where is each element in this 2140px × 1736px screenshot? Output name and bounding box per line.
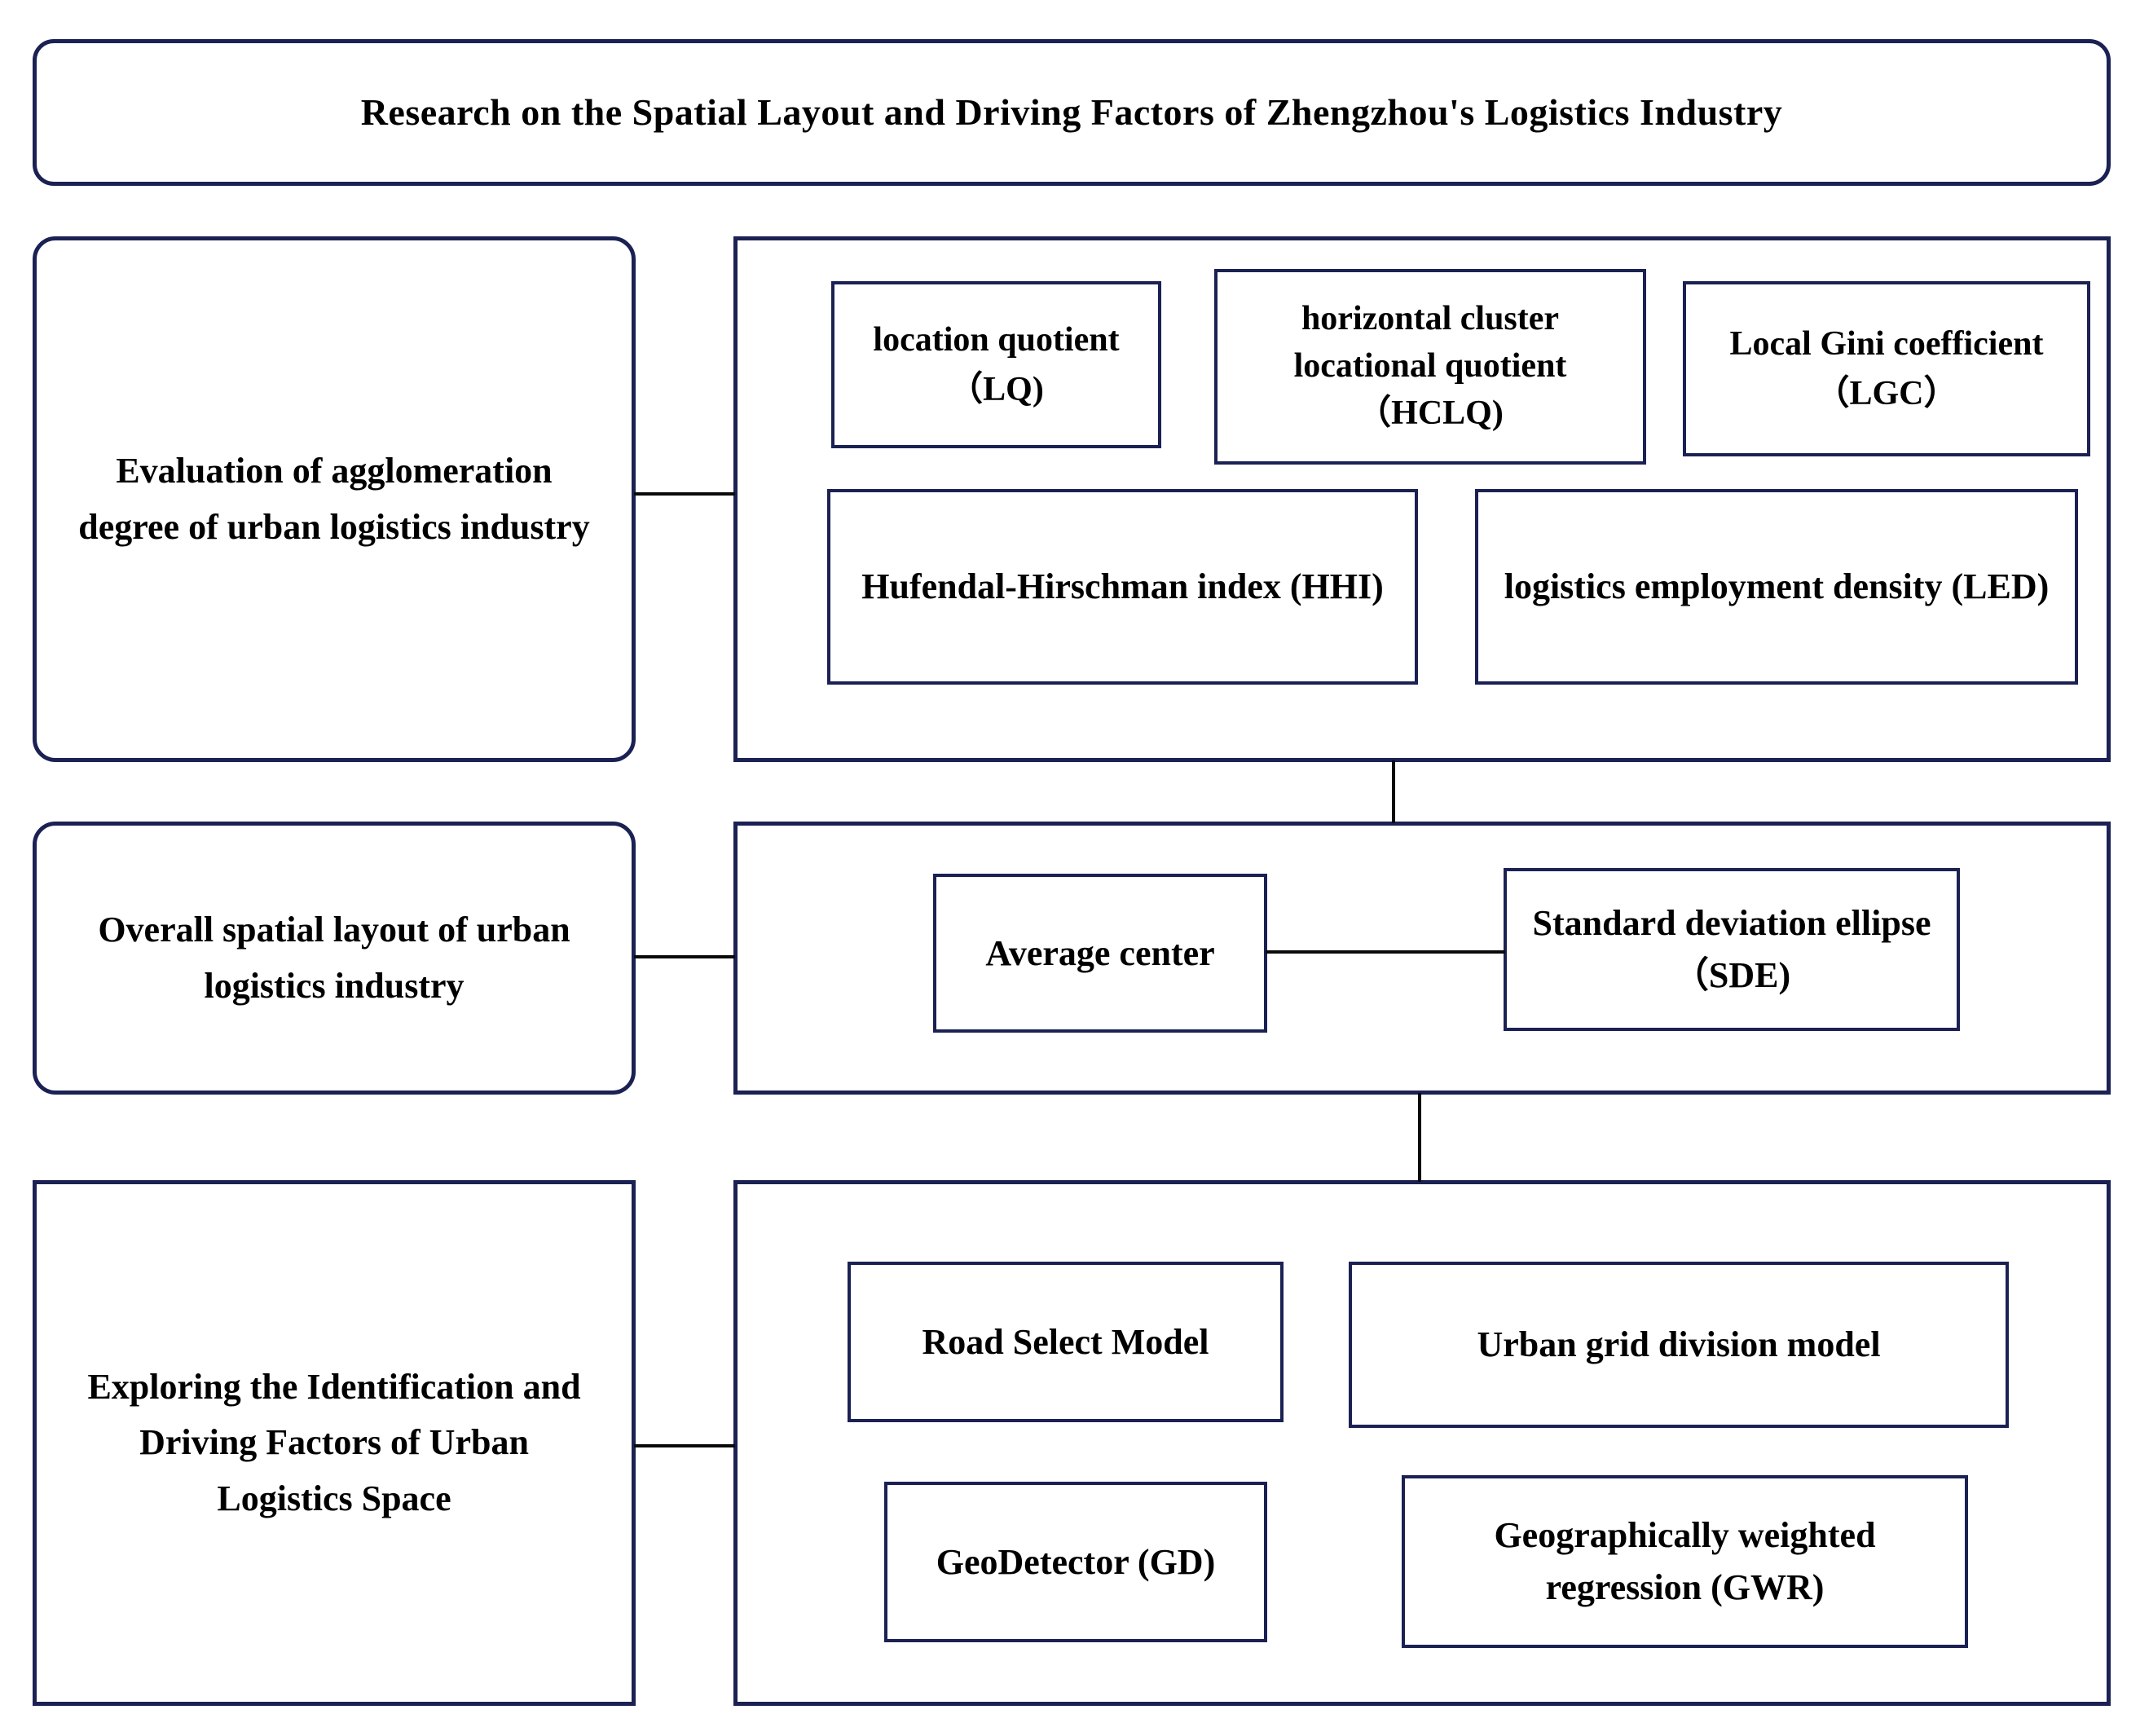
method-box-hclq: horizontal cluster locational quotient（H… <box>1214 269 1646 465</box>
section-label-overall-layout: Overall spatial layout of urban logistic… <box>98 910 570 1006</box>
method-box-lgc: Local Gini coefficient（LGC） <box>1683 281 2090 456</box>
method-label-urban-grid: Urban grid division model <box>1477 1324 1881 1365</box>
method-label-sde: Standard deviation ellipse（SDE) <box>1532 903 1931 995</box>
method-label-road-select: Road Select Model <box>922 1321 1209 1362</box>
section-box-driving-factors: Exploring the Identification and Driving… <box>33 1180 636 1706</box>
method-box-geodetector: GeoDetector (GD) <box>884 1482 1267 1642</box>
section-box-agglomeration: Evaluation of agglomeration degree of ur… <box>33 236 636 762</box>
connector-container2-container3 <box>1418 1093 1421 1182</box>
connector-container1-container2 <box>1392 760 1395 823</box>
method-label-average-center: Average center <box>985 932 1215 973</box>
method-box-road-select: Road Select Model <box>848 1262 1284 1422</box>
method-label-lgc: Local Gini coefficient（LGC） <box>1729 324 2044 412</box>
method-box-led: logistics employment density (LED) <box>1475 489 2078 685</box>
method-label-lq: location quotient（LQ) <box>873 320 1120 408</box>
method-label-hhi: Hufendal-Hirschman index (HHI) <box>861 566 1384 607</box>
section-box-overall-layout: Overall spatial layout of urban logistic… <box>33 822 636 1095</box>
method-box-average-center: Average center <box>933 874 1267 1033</box>
diagram-title-box: Research on the Spatial Layout and Drivi… <box>33 39 2111 186</box>
method-label-led: logistics employment density (LED) <box>1504 566 2050 607</box>
method-box-lq: location quotient（LQ) <box>831 281 1161 448</box>
connector-average-center-sde <box>1266 950 1505 954</box>
connector-row1-left-right <box>634 492 735 496</box>
method-label-hclq: horizontal cluster locational quotient（H… <box>1293 300 1567 432</box>
diagram-title: Research on the Spatial Layout and Drivi… <box>360 90 1783 133</box>
method-box-gwr: Geographically weighted regression (GWR) <box>1402 1475 1968 1648</box>
method-label-gwr: Geographically weighted regression (GWR) <box>1494 1515 1876 1607</box>
method-box-urban-grid: Urban grid division model <box>1349 1262 2009 1428</box>
section-label-driving-factors: Exploring the Identification and Driving… <box>87 1367 581 1518</box>
method-box-sde: Standard deviation ellipse（SDE) <box>1504 868 1960 1031</box>
method-box-hhi: Hufendal-Hirschman index (HHI) <box>827 489 1418 685</box>
method-label-geodetector: GeoDetector (GD) <box>936 1541 1216 1582</box>
connector-row3-left-right <box>634 1444 735 1447</box>
connector-row2-left-right <box>634 955 735 958</box>
section-label-agglomeration: Evaluation of agglomeration degree of ur… <box>78 451 590 547</box>
